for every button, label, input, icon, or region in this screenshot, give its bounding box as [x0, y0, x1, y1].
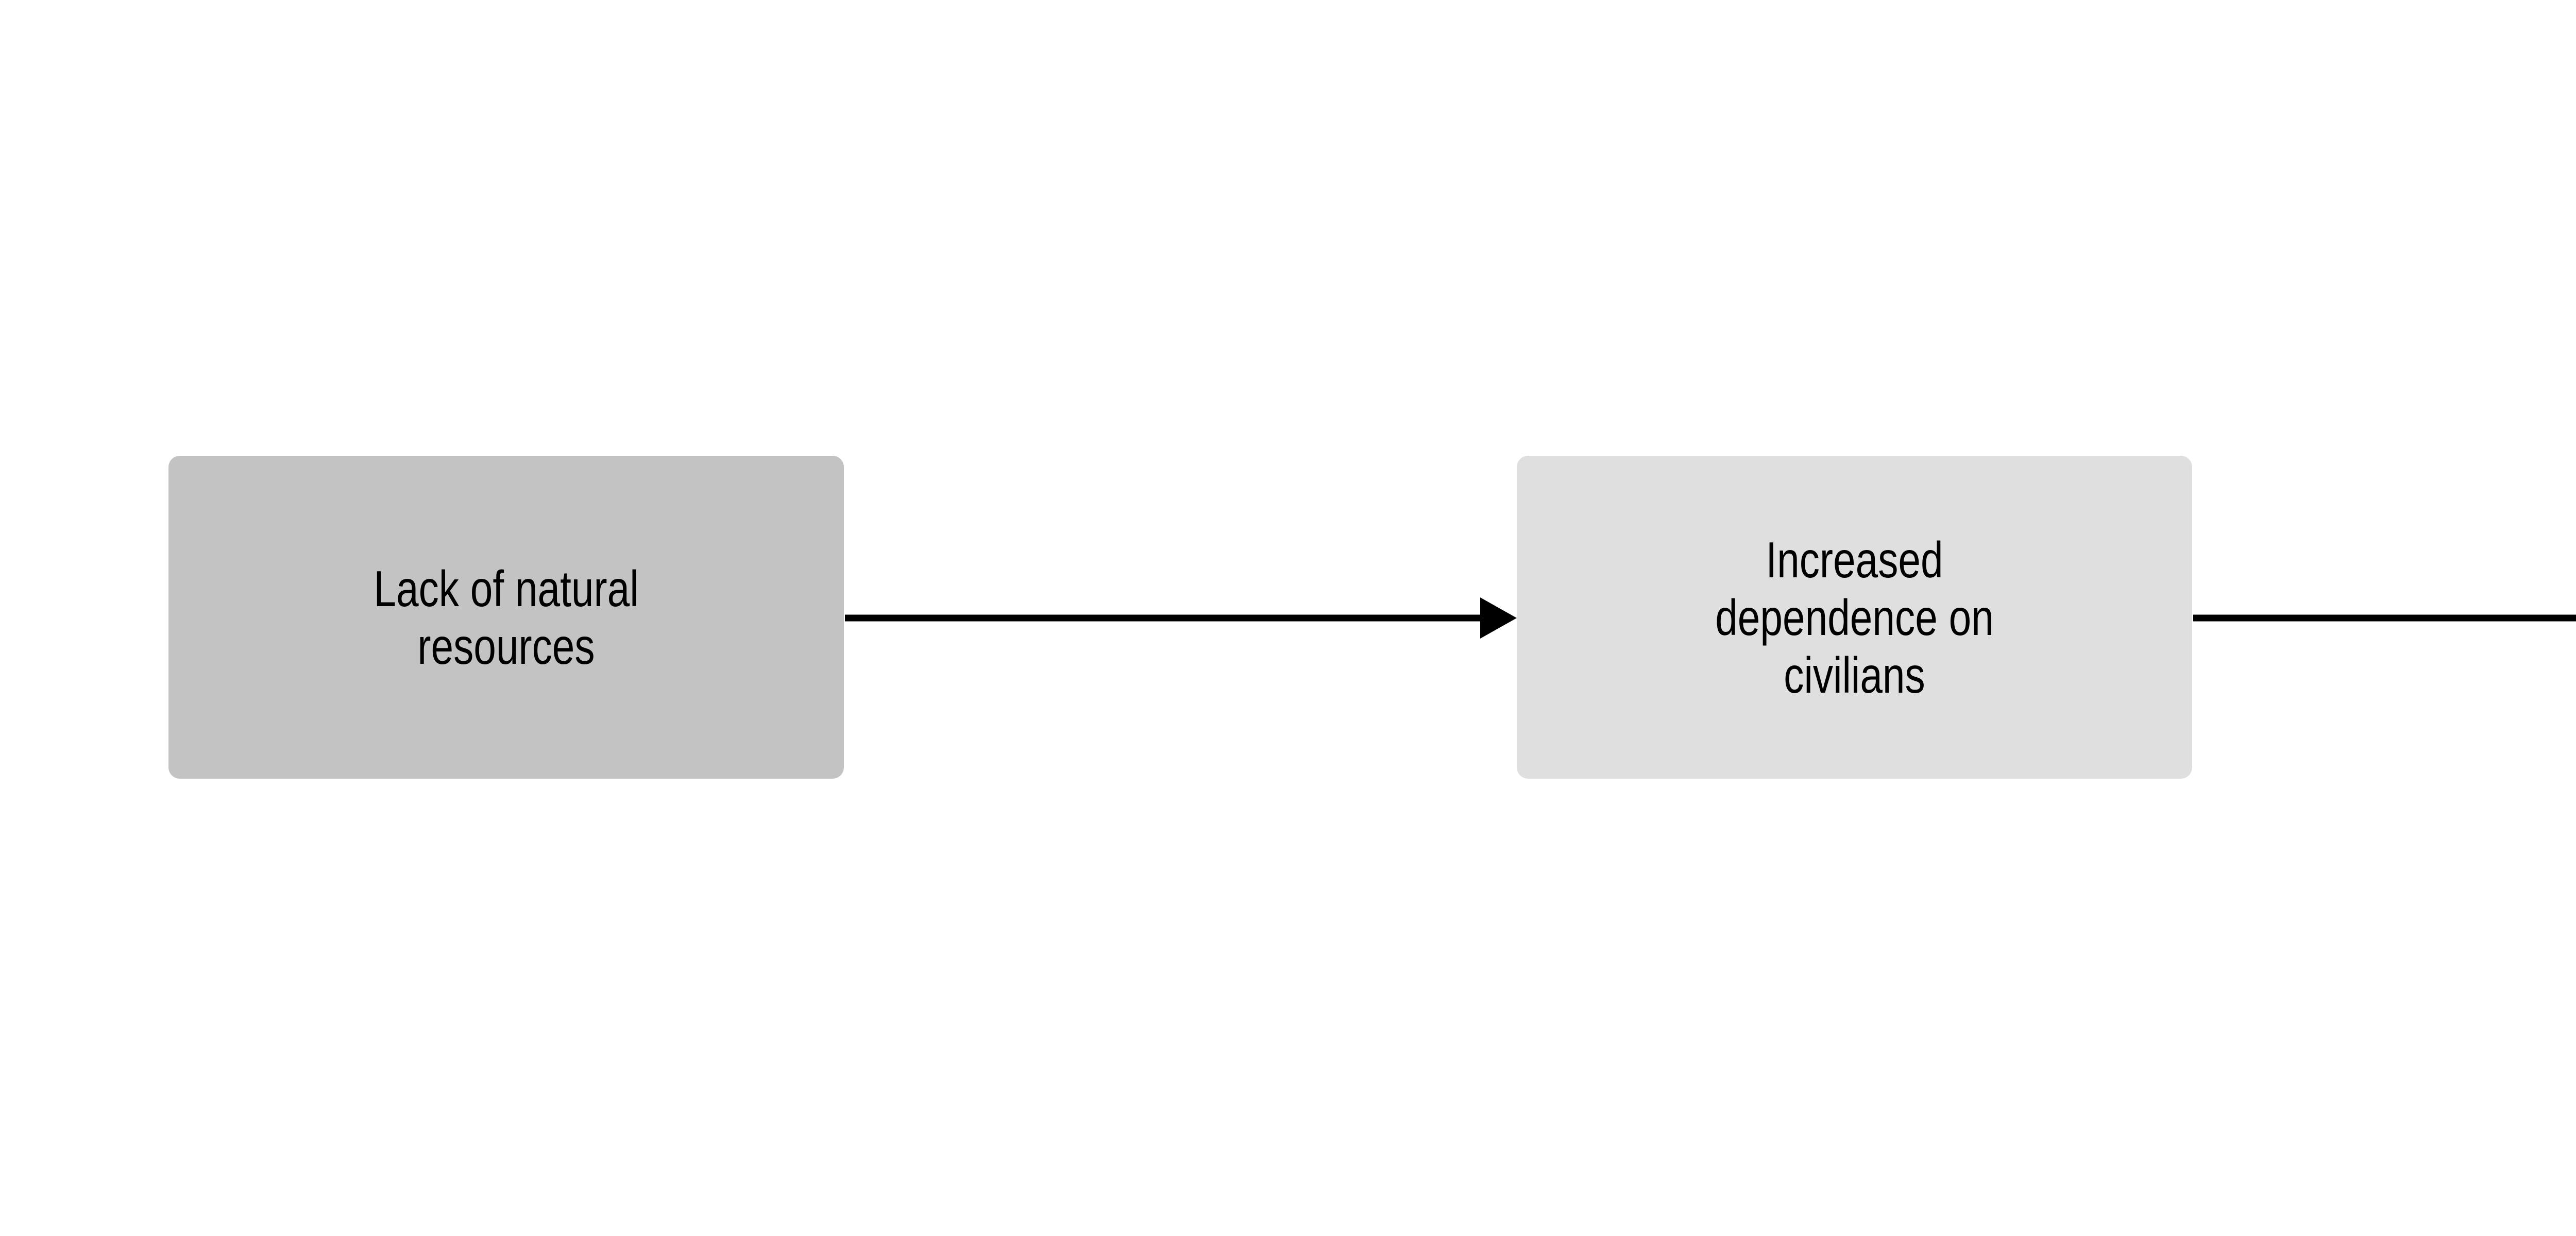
flow-edge-1[interactable] — [844, 456, 1517, 779]
flow-node-increased-dependence-on-civilians[interactable]: Increased dependence on civilians — [1517, 456, 2192, 779]
flow-node-label: Increased dependence on civilians — [1715, 531, 1994, 703]
arrow-icon — [2193, 614, 2576, 622]
flow-edge-2[interactable] — [2192, 456, 2576, 779]
flow-node-label: Lack of natural resources — [374, 560, 639, 675]
flow-node-lack-of-natural-resources[interactable]: Lack of natural resources — [168, 456, 844, 779]
arrow-icon — [845, 597, 1517, 639]
